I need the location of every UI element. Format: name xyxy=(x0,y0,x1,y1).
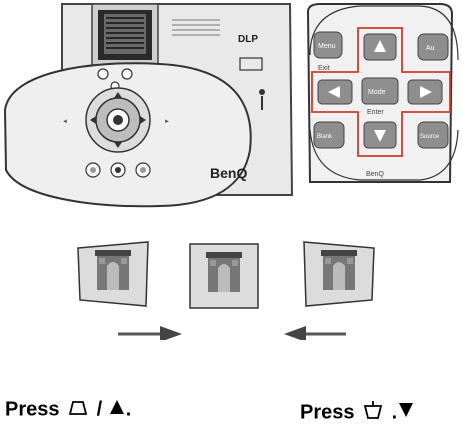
keystone-images xyxy=(0,230,462,340)
projector-brand: BenQ xyxy=(210,165,247,181)
caption-left-press: Press xyxy=(5,398,60,420)
caption-left-end: . xyxy=(126,398,132,420)
dlp-logo: DLP xyxy=(238,34,258,45)
svg-text:Au: Au xyxy=(426,45,435,52)
remote-illustration: Menu Exit Au Mode Enter Blank Source Ben… xyxy=(300,0,462,205)
caption-left-separator: / xyxy=(97,398,103,420)
remote-brand: BenQ xyxy=(366,171,384,178)
caption-left: Press / . xyxy=(5,398,131,422)
keystone-image-right xyxy=(304,242,374,306)
remote-buttons: Menu Exit Au Mode Enter Blank Source xyxy=(314,32,448,148)
caption-right-press: Press xyxy=(300,401,355,423)
caption-right: Press . xyxy=(300,400,415,426)
down-arrow-icon xyxy=(397,401,415,425)
svg-text:Source: Source xyxy=(420,134,440,140)
up-arrow-icon xyxy=(108,398,126,422)
svg-text:Menu: Menu xyxy=(318,43,336,50)
keystone-down-icon xyxy=(360,400,386,426)
svg-text:◄: ◄ xyxy=(62,119,68,125)
svg-text:Blank: Blank xyxy=(317,134,333,140)
svg-text:Mode: Mode xyxy=(368,89,386,96)
svg-text:Enter: Enter xyxy=(367,109,384,116)
projector-illustration: DLP ◄ ► BenQ xyxy=(0,0,300,215)
arrow-right xyxy=(118,326,182,340)
keystone-up-icon xyxy=(65,398,91,422)
svg-text:Exit: Exit xyxy=(318,65,330,72)
arrow-left xyxy=(284,326,346,340)
keystone-image-left xyxy=(78,242,148,306)
svg-text:►: ► xyxy=(164,119,170,125)
keystone-image-center xyxy=(190,244,258,308)
panel-bottom-buttons xyxy=(86,163,150,177)
